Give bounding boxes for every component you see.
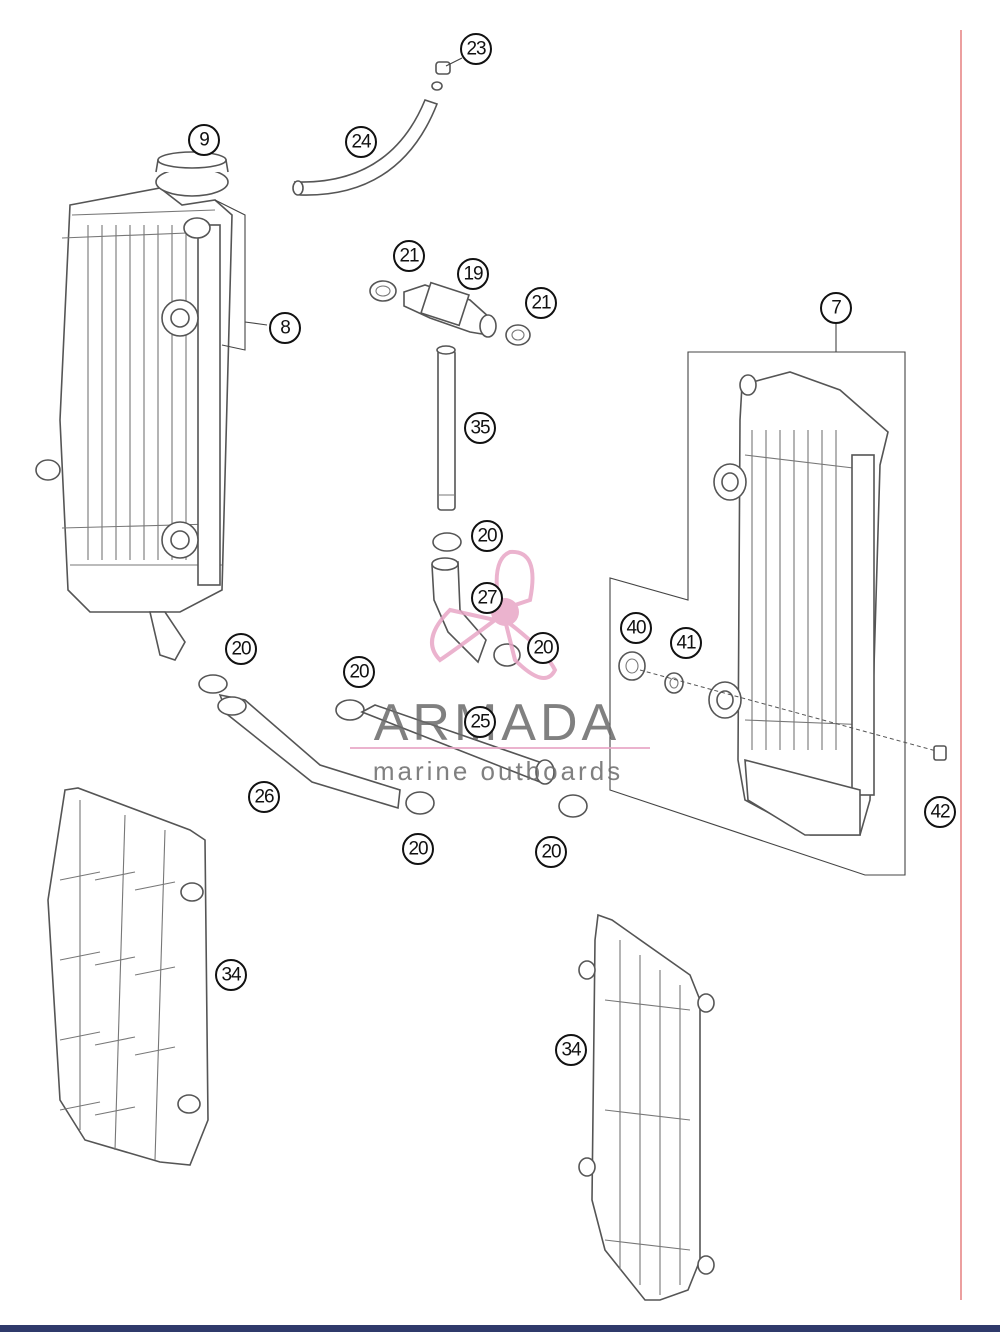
bolt [933, 745, 947, 761]
hose-clamp-20-upper-mid [335, 699, 365, 721]
svg-text:40: 40 [626, 618, 646, 639]
svg-text:20: 20 [349, 662, 369, 683]
callout-21-right: 21 [525, 287, 557, 319]
svg-text:27: 27 [477, 588, 497, 609]
watermark-brand: ARMADA [374, 694, 620, 752]
right-radiator [708, 371, 889, 836]
callout-20-upper-left: 20 [225, 633, 257, 665]
callout-42: 42 [924, 796, 956, 828]
svg-text:41: 41 [676, 633, 696, 654]
right-radiator-shroud [578, 913, 715, 1301]
bottom-rule [0, 1325, 1000, 1332]
svg-text:34: 34 [221, 965, 242, 986]
t-piece-connector [403, 281, 497, 338]
callout-20-elbow: 20 [527, 632, 559, 664]
radiator-cap [155, 151, 229, 239]
hose-clamp-21-left [369, 280, 397, 302]
washer [664, 672, 684, 694]
callout-8: 8 [269, 312, 301, 344]
callout-34-left: 34 [215, 959, 247, 991]
left-radiator [35, 187, 233, 661]
hose-clamp-20-lower-left [405, 791, 435, 815]
left-radiator-shroud [47, 787, 209, 1166]
coolant-pipe [436, 345, 456, 511]
callout-23: 23 [460, 33, 492, 65]
svg-text:7: 7 [831, 298, 841, 319]
callout-41: 41 [670, 627, 702, 659]
svg-text:35: 35 [470, 418, 490, 439]
callout-34-right: 34 [555, 1034, 587, 1066]
svg-text:34: 34 [561, 1040, 582, 1061]
svg-text:26: 26 [254, 787, 274, 808]
callout-40: 40 [620, 612, 652, 644]
overflow-hose [292, 99, 439, 196]
cross-hose [360, 704, 555, 785]
svg-text:8: 8 [280, 318, 290, 339]
callout-20-lower-right: 20 [535, 836, 567, 868]
callout-20-lower-left: 20 [402, 833, 434, 865]
svg-text:21: 21 [399, 246, 419, 267]
svg-text:42: 42 [930, 802, 950, 823]
callout-20-upper-mid: 20 [343, 656, 375, 688]
svg-text:20: 20 [477, 526, 497, 547]
svg-text:20: 20 [231, 639, 251, 660]
svg-text:20: 20 [541, 842, 561, 863]
svg-text:9: 9 [199, 130, 209, 151]
callout-20-pipe: 20 [471, 520, 503, 552]
callout-24: 24 [345, 126, 377, 158]
grommet [618, 651, 646, 681]
svg-text:19: 19 [463, 264, 483, 285]
callout-27: 27 [471, 582, 503, 614]
callout-9: 9 [188, 124, 220, 156]
svg-text:21: 21 [531, 293, 551, 314]
callout-21-left: 21 [393, 240, 425, 272]
callout-26: 26 [248, 781, 280, 813]
svg-text:25: 25 [470, 712, 490, 733]
callout-19: 19 [457, 258, 489, 290]
hose-clamp-20-pipe [432, 532, 462, 552]
hose-clamp-20-lower-right [558, 794, 588, 818]
hose-clamp-20-upper-left [198, 674, 228, 694]
svg-text:20: 20 [533, 638, 553, 659]
watermark-tagline: marine outboards [373, 756, 623, 786]
watermark: ARMADA marine outboards [350, 549, 650, 786]
callout-25: 25 [464, 706, 496, 738]
svg-text:20: 20 [408, 839, 428, 860]
hose-clamp-21-right [505, 324, 531, 346]
lower-radiator-hose [217, 693, 401, 810]
hose-clip-small [431, 61, 451, 91]
callout-7: 7 [820, 292, 852, 324]
callout-35: 35 [464, 412, 496, 444]
svg-text:23: 23 [466, 39, 486, 60]
svg-text:24: 24 [351, 132, 372, 153]
